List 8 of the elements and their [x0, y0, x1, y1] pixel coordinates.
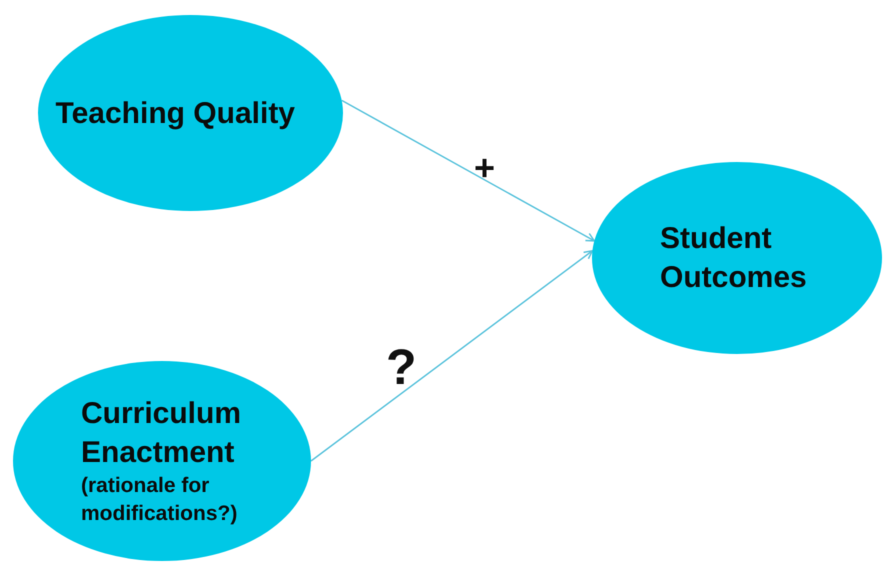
edge-label: ? [386, 342, 417, 392]
edge-label: + [474, 150, 496, 186]
arrow [341, 100, 596, 242]
node-title: Teaching Quality [56, 96, 296, 132]
node-title: Student Outcomes [660, 221, 808, 296]
node-note: (rationale for modifications?) [81, 472, 238, 527]
node-title: Curriculum Enactment [81, 396, 242, 471]
arrow [310, 250, 594, 462]
